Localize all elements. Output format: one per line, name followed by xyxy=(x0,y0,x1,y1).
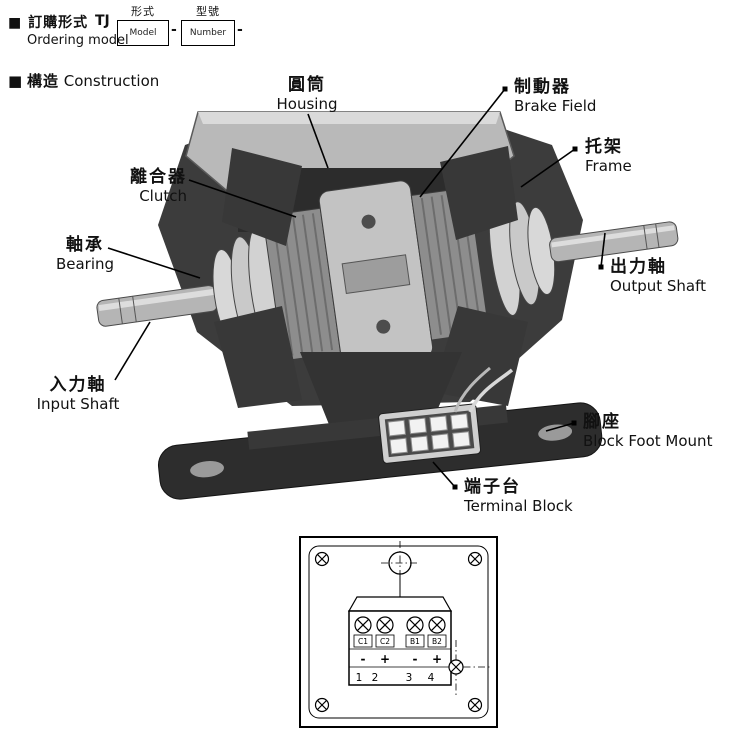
terminal-number-1: 1 xyxy=(356,672,363,684)
machine-base xyxy=(157,402,603,500)
callout-housing-en: Housing xyxy=(276,94,338,113)
callout-input-shaft-zh: 入力軸 xyxy=(49,375,107,395)
terminal-block-drawing: C1 C2 B1 B2 - + - + 1 2 3 4 xyxy=(347,596,453,686)
callout-brake-field-en: Brake Field xyxy=(514,96,597,115)
terminal-number-4: 4 xyxy=(428,672,435,684)
plate-inner-outline xyxy=(308,545,489,719)
construction-title-zh: 構造 xyxy=(26,72,59,90)
callout-terminal-block-zh: 端子台 xyxy=(464,477,521,497)
model-box-label-en: Model xyxy=(129,28,157,38)
callout-brake-field-zh: 制動器 xyxy=(514,77,571,97)
number-box-label-zh: 型號 xyxy=(196,5,220,18)
callout-output-shaft-zh: 出力軸 xyxy=(610,257,667,277)
callout-clutch-en: Clutch xyxy=(139,186,187,205)
model-box: Model xyxy=(117,20,169,46)
construction-diagram-area: 圓筒 Housing 制動器 Brake Field 托架 Frame 離合器 … xyxy=(0,70,750,533)
polarity-4: + xyxy=(432,652,442,666)
callout-clutch: 離合器 Clutch xyxy=(95,167,187,205)
callout-bearing: 軸承 Bearing xyxy=(35,235,135,273)
machine-wires xyxy=(453,366,514,413)
model-box-label-zh: 形式 xyxy=(131,5,155,18)
callout-frame-en: Frame xyxy=(585,156,632,175)
terminal-screw-icons xyxy=(354,616,446,634)
callout-frame-zh: 托架 xyxy=(585,137,623,157)
terminal-number-2: 2 xyxy=(372,672,379,684)
terminal-label-b1: B1 xyxy=(410,637,420,646)
ordering-title-zh: 訂購形式 xyxy=(28,15,89,31)
terminal-labels: C1 C2 B1 B2 xyxy=(358,637,442,646)
ordering-title-line: ■ 訂購形式 xyxy=(8,12,88,32)
callout-housing: 圓筒 Housing xyxy=(246,75,368,113)
ordering-box-number: 型號 Number xyxy=(181,3,235,46)
callout-output-shaft-en: Output Shaft xyxy=(610,276,706,295)
terminal-label-b2: B2 xyxy=(432,637,442,646)
polarity-3: - xyxy=(413,652,418,666)
callout-frame: 托架 Frame xyxy=(585,137,675,175)
callout-input-shaft: 入力軸 Input Shaft xyxy=(28,375,128,413)
callout-bearing-zh: 軸承 xyxy=(66,235,104,255)
terminal-numbers: 1 2 3 4 xyxy=(356,672,435,684)
ordering-dash-2: - xyxy=(237,22,243,38)
terminal-label-c2: C2 xyxy=(380,637,390,646)
section-bullet-icon: ■ xyxy=(8,72,23,90)
callout-foot-mount: 腳座 Block Foot Mount xyxy=(583,412,728,450)
terminal-label-tabs xyxy=(353,634,447,648)
callout-housing-zh: 圓筒 xyxy=(288,75,326,95)
terminal-number-3: 3 xyxy=(406,672,413,684)
machine-terminal-block xyxy=(378,403,482,464)
ground-screw-icon xyxy=(448,659,464,675)
callout-output-shaft: 出力軸 Output Shaft xyxy=(610,257,730,295)
terminal-wiring-diagram: C1 C2 B1 B2 - + - + 1 2 3 4 xyxy=(299,536,498,728)
polarity-2: + xyxy=(380,652,390,666)
callout-input-shaft-en: Input Shaft xyxy=(36,394,120,413)
ordering-code: TJ xyxy=(95,13,110,29)
polarity-labels: - + - + xyxy=(361,652,443,666)
number-box: Number xyxy=(181,20,235,46)
ordering-dash-1: - xyxy=(171,22,177,38)
ordering-box-model: 形式 Model xyxy=(117,3,169,46)
number-box-label-en: Number xyxy=(189,28,227,38)
corner-screw-icons xyxy=(314,551,483,713)
polarity-1: - xyxy=(361,652,366,666)
callout-foot-mount-zh: 腳座 xyxy=(583,412,621,432)
callout-clutch-zh: 離合器 xyxy=(130,167,187,187)
section-bullet-icon: ■ xyxy=(8,15,23,31)
callout-brake-field: 制動器 Brake Field xyxy=(514,77,644,115)
construction-header: ■ 構造 Construction xyxy=(8,70,159,91)
construction-title-en: Construction xyxy=(63,72,160,90)
ordering-title-en: Ordering model xyxy=(27,33,129,48)
callout-bearing-en: Bearing xyxy=(55,254,115,273)
callout-terminal-block: 端子台 Terminal Block xyxy=(464,477,594,515)
callout-foot-mount-en: Block Foot Mount xyxy=(583,431,713,450)
callout-terminal-block-en: Terminal Block xyxy=(464,496,573,515)
terminal-label-c1: C1 xyxy=(358,637,368,646)
